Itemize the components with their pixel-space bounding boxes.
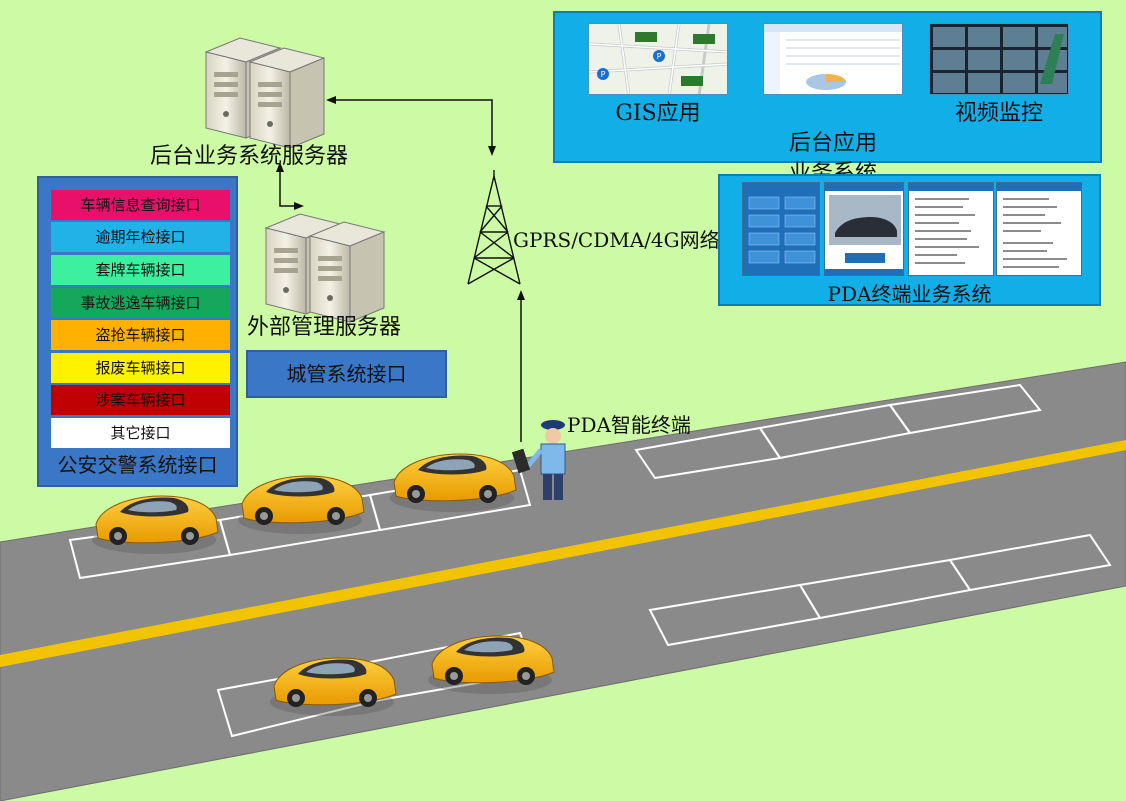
city-management-interface[interactable]: 城管系统接口 — [246, 350, 447, 398]
interface-label: 套牌车辆接口 — [95, 261, 186, 279]
car-icon — [91, 495, 219, 555]
pda-vehicle-photo-screen-icon[interactable] — [824, 182, 904, 276]
interface-case-vehicle[interactable]: 涉案车辆接口 — [51, 385, 230, 415]
video-monitoring-label: 视频监控 — [929, 99, 1069, 129]
backend-server-icon — [249, 47, 325, 149]
pda-menu-screen-icon[interactable] — [742, 182, 820, 276]
app-label: GIS应用 — [615, 101, 701, 126]
external-server-icon — [309, 221, 385, 323]
pda-query-result-screen-icon[interactable] — [996, 182, 1082, 276]
car-icon — [237, 475, 365, 535]
interface-cloned-plate[interactable]: 套牌车辆接口 — [51, 255, 230, 285]
dashboard-thumbnail-icon[interactable] — [763, 23, 903, 95]
interface-label: 报废车辆接口 — [95, 359, 186, 377]
interface-label: 逾期年检接口 — [95, 228, 186, 246]
interface-label: 涉案车辆接口 — [95, 391, 186, 409]
backend-application-label: 后台应用 业务系统 — [763, 99, 903, 189]
interface-label: 事故逃逸车辆接口 — [80, 294, 201, 312]
interface-hit-and-run[interactable]: 事故逃逸车辆接口 — [51, 288, 230, 318]
radio-tower-icon — [467, 170, 521, 285]
backend-network-connector — [330, 99, 493, 150]
gis-application-label: GIS应用 — [588, 99, 728, 129]
pda-record-details-screen-icon[interactable] — [908, 182, 994, 276]
server-link-connector — [279, 168, 298, 207]
pda-terminal-system-panel: PDA终端业务系统 — [718, 174, 1101, 306]
svg-text:P: P — [601, 70, 606, 79]
svg-text:P: P — [657, 52, 662, 61]
interface-overdue-inspection[interactable]: 逾期年检接口 — [51, 222, 230, 252]
police-interface-group: 车辆信息查询接口 逾期年检接口 套牌车辆接口 事故逃逸车辆接口 盗抢车辆接口 报… — [37, 176, 238, 487]
interface-label: 盗抢车辆接口 — [95, 326, 186, 344]
external-server-label: 外部管理服务器 — [247, 315, 402, 340]
interface-vehicle-query[interactable]: 车辆信息查询接口 — [51, 190, 230, 220]
car-icon — [389, 453, 517, 513]
interface-label: 车辆信息查询接口 — [80, 196, 201, 214]
applications-panel: P P — [553, 11, 1102, 186]
map-thumbnail-icon[interactable]: P P — [588, 23, 728, 95]
interface-scrapped-vehicle[interactable]: 报废车辆接口 — [51, 353, 230, 383]
road-center-line — [0, 440, 1126, 667]
arrow-head-icon — [294, 202, 304, 210]
app-label: 视频监控 — [954, 101, 1043, 126]
arrow-head-icon — [488, 146, 496, 156]
pda-terminal-label: PDA智能终端 — [567, 413, 691, 437]
video-wall-thumbnail-icon[interactable] — [929, 23, 1069, 95]
traffic-officer-icon — [511, 420, 566, 500]
pda-system-title: PDA终端业务系统 — [827, 282, 992, 306]
arrow-head-icon — [517, 290, 525, 300]
app-label: 后台应用 业务系统 — [788, 131, 877, 186]
arrow-head-icon — [276, 162, 284, 172]
backend-server-label: 后台业务系统服务器 — [150, 144, 349, 169]
interface-other[interactable]: 其它接口 — [51, 418, 230, 448]
police-interface-title: 公安交警系统接口 — [57, 453, 218, 477]
interface-label: 其它接口 — [110, 424, 171, 442]
arrow-head-icon — [326, 96, 336, 104]
interface-stolen-vehicle[interactable]: 盗抢车辆接口 — [51, 320, 230, 350]
network-label: GPRS/CDMA/4G网络 — [513, 228, 720, 252]
